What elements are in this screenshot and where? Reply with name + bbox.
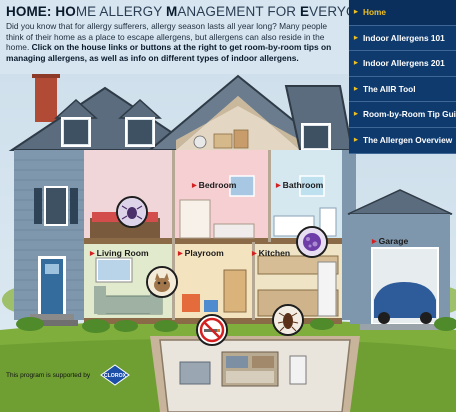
nav-item-label: The AIIR Tool xyxy=(363,83,416,94)
title-part-5: ANAGEMENT FOR xyxy=(177,4,300,19)
dust-mite-badge[interactable] xyxy=(116,196,148,228)
sponsor-text: This program is supported by xyxy=(6,372,91,379)
dust-mite-icon xyxy=(118,198,146,226)
room-link-playroom[interactable]: Playroom xyxy=(178,248,224,258)
no-smoking-icon xyxy=(198,316,226,344)
nav-item-label: Indoor Allergens 101 xyxy=(363,32,445,43)
cockroach-badge[interactable] xyxy=(272,304,304,336)
room-link-living-room[interactable]: Living Room xyxy=(90,248,149,258)
page-header: HOME: HOME ALLERGY MANAGEMENT FOR EVERYO… xyxy=(0,0,375,74)
title-part-1: HOME: xyxy=(6,4,56,19)
room-link-bathroom[interactable]: Bathroom xyxy=(276,180,324,190)
nav-item-label: Home xyxy=(363,7,387,17)
title-part-3: ME ALLERGY xyxy=(75,4,166,19)
clorox-logo[interactable]: CLOROX xyxy=(100,364,130,386)
intro-paragraph: Did you know that for allergy sufferers,… xyxy=(6,21,342,63)
room-link-bedroom[interactable]: Bedroom xyxy=(192,180,237,190)
mold-badge[interactable] xyxy=(296,226,328,258)
cockroach-icon xyxy=(274,306,302,334)
intro-text: Did you know that for allergy sufferers,… xyxy=(6,21,328,53)
nav-item-allergen-overview[interactable]: The Allergen Overview xyxy=(349,128,456,154)
nav-item-room-tip-guide[interactable]: Room-by-Room Tip Guide xyxy=(349,102,456,128)
cat-icon xyxy=(148,268,176,296)
room-link-garage[interactable]: Garage xyxy=(372,236,409,246)
nav-item-indoor-allergens-101[interactable]: Indoor Allergens 101 xyxy=(349,26,456,52)
nav-item-label: Room-by-Room Tip Guide xyxy=(363,109,456,120)
title-part-6: E xyxy=(300,4,310,19)
no-smoking-badge[interactable] xyxy=(196,314,228,346)
title-part-2: HO xyxy=(55,4,76,19)
nav-item-indoor-allergens-201[interactable]: Indoor Allergens 201 xyxy=(349,51,456,77)
title-part-4: M xyxy=(165,4,178,19)
page-title: HOME: HOME ALLERGY MANAGEMENT FOR EVERYO… xyxy=(6,4,375,19)
nav-item-aiir-tool[interactable]: The AIIR Tool xyxy=(349,77,456,103)
mold-icon xyxy=(298,228,326,256)
nav-item-label: Indoor Allergens 201 xyxy=(363,58,445,69)
side-navigation: Home Indoor Allergens 101 Indoor Allerge… xyxy=(349,0,456,154)
pet-dander-badge[interactable] xyxy=(146,266,178,298)
room-link-kitchen[interactable]: Kitchen xyxy=(252,248,291,258)
nav-item-home[interactable]: Home xyxy=(349,0,456,26)
nav-item-label: The Allergen Overview xyxy=(363,134,453,145)
clorox-logo-text: CLOROX xyxy=(104,373,127,379)
intro-instructions: Click on the house links or buttons at t… xyxy=(6,42,332,63)
